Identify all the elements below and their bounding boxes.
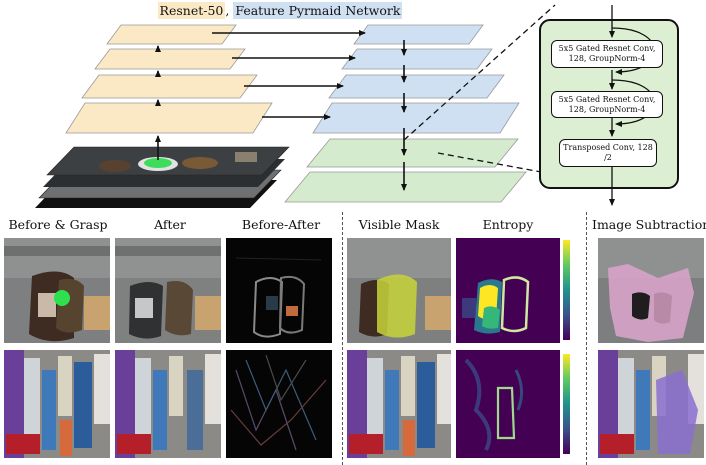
- gated-conv-block-1-line2: 128, GroupNorm-4: [568, 54, 646, 63]
- gated-conv-block-1: 5x5 Gated Resnet Conv,128, GroupNorm-4: [551, 40, 663, 68]
- after-image-1: [115, 238, 221, 343]
- caption-entropy: Entropy: [482, 217, 534, 232]
- gated-conv-block-2-line1: 5x5 Gated Resnet Conv,: [558, 94, 656, 104]
- before-after-image-1: [226, 238, 332, 343]
- before-after-image-2: [226, 350, 332, 458]
- transposed-conv-block: Transposed Conv, 128 /2: [559, 139, 657, 167]
- entropy-colorbar-1: [563, 240, 570, 340]
- title-backbone: Resnet-50: [157, 2, 226, 19]
- entropy-image-1: [456, 238, 560, 343]
- section-divider-1: [342, 212, 343, 465]
- backbone-layer-4: [106, 24, 237, 45]
- architecture-diagram: Resnet-50, Feature Pyrmaid Network: [0, 0, 706, 210]
- caption-before-after: Before-After: [241, 217, 321, 232]
- head-layer-1: [306, 138, 519, 168]
- gated-conv-block-1-line1: 5x5 Gated Resnet Conv,: [558, 44, 656, 53]
- title-separator: ,: [225, 3, 234, 18]
- backbone-layers: [65, 24, 273, 134]
- lateral-arrows: [212, 30, 366, 120]
- entropy-colorbar-2: [563, 354, 570, 454]
- zoom-dashed-lines: [403, 4, 613, 186]
- transposed-conv-label: Transposed Conv, 128 /2: [563, 143, 653, 162]
- visible-mask-image-2: [347, 350, 451, 458]
- caption-image-subtraction: Image Subtraction: [592, 217, 706, 232]
- after-image-2: [115, 350, 221, 458]
- diagram-title: Resnet-50, Feature Pyrmaid Network: [0, 2, 560, 19]
- fpn-layer-2: [328, 74, 505, 99]
- image-subtraction-image-1: [598, 238, 704, 343]
- diagram-svg: [35, 4, 613, 208]
- caption-after: After: [154, 217, 186, 232]
- input-image-stack: [35, 146, 290, 208]
- section-divider-2: [586, 212, 587, 465]
- caption-before-grasp: Before & Grasp: [8, 217, 108, 232]
- fpn-layers: [312, 24, 520, 134]
- gated-conv-block-2: 5x5 Gated Resnet Conv,128, GroupNorm-4: [551, 91, 663, 118]
- fpn-layer-4: [353, 24, 484, 45]
- title-fpn: Feature Pyrmaid Network: [233, 2, 403, 19]
- fpn-layer-1: [312, 102, 520, 134]
- caption-visible-mask: Visible Mask: [358, 217, 440, 232]
- fpn-layer-3: [341, 48, 493, 70]
- before-grasp-image-2: [4, 350, 110, 458]
- image-subtraction-image-2: [598, 350, 704, 458]
- backbone-layer-1: [65, 102, 273, 134]
- visible-mask-image-1: [347, 238, 451, 343]
- before-grasp-image-1: [4, 238, 110, 343]
- backbone-layer-3: [94, 48, 246, 70]
- gated-conv-block-2-line2: 128, GroupNorm-4: [568, 104, 646, 114]
- entropy-image-2: [456, 350, 560, 458]
- backbone-layer-2: [81, 74, 258, 99]
